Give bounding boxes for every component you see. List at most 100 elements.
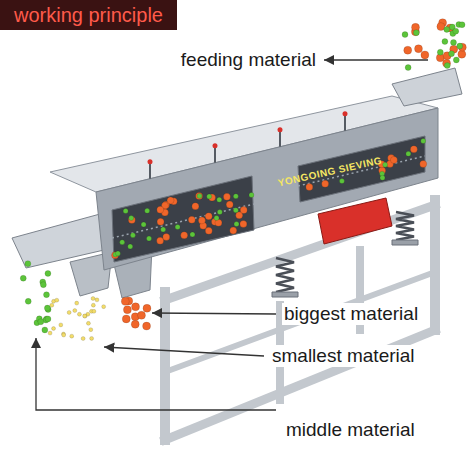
middle-particle bbox=[141, 222, 146, 227]
leader-line bbox=[36, 338, 276, 410]
middle-particle bbox=[40, 282, 46, 288]
clamp-knob bbox=[148, 159, 153, 164]
callout-label: smallest material bbox=[270, 345, 417, 367]
spring-seat bbox=[272, 292, 298, 297]
fine-particle bbox=[50, 303, 54, 307]
frame-rail bbox=[165, 272, 435, 372]
screen-mesh bbox=[112, 204, 254, 238]
coarse-particle bbox=[143, 322, 151, 330]
middle-particle bbox=[197, 193, 202, 198]
middle-particle bbox=[233, 194, 238, 199]
middle-particle bbox=[217, 210, 222, 215]
fine-particle bbox=[102, 305, 106, 309]
middle-particle bbox=[207, 194, 212, 199]
leader-line bbox=[152, 313, 276, 314]
coarse-particle bbox=[240, 220, 247, 227]
clamp-lever bbox=[279, 131, 281, 147]
fine-particle bbox=[92, 309, 96, 313]
fine-particle bbox=[77, 312, 81, 316]
coarse-particle bbox=[240, 207, 247, 214]
feed-particle bbox=[404, 46, 412, 54]
feed-particle bbox=[450, 39, 456, 45]
middle-particle bbox=[147, 236, 152, 241]
middle-particle bbox=[120, 240, 125, 245]
middle-particle bbox=[25, 261, 31, 267]
spring bbox=[396, 212, 414, 240]
coarse-particle bbox=[322, 180, 329, 187]
middle-particle bbox=[175, 224, 180, 229]
coarse-particle bbox=[137, 311, 145, 319]
middle-particle bbox=[233, 208, 238, 213]
fine-particle bbox=[86, 321, 90, 325]
fine-particle bbox=[70, 334, 74, 338]
feed-particle bbox=[453, 28, 459, 34]
fine-particle bbox=[55, 298, 59, 302]
fine-particle bbox=[52, 327, 56, 331]
middle-particle bbox=[217, 197, 222, 202]
fine-particle bbox=[90, 336, 94, 340]
coarse-particle bbox=[167, 197, 174, 204]
feed-inlet bbox=[392, 68, 462, 106]
title: working principle bbox=[0, 0, 177, 30]
fine-particle bbox=[59, 323, 63, 327]
middle-particle bbox=[42, 327, 48, 333]
coarse-particle bbox=[123, 306, 131, 314]
coarse-particle bbox=[306, 184, 313, 191]
middle-particle bbox=[45, 316, 51, 322]
fine-particle bbox=[67, 310, 71, 314]
coarse-particle bbox=[163, 233, 170, 240]
fine-particle bbox=[95, 298, 99, 302]
callout-label: feeding material bbox=[179, 49, 318, 71]
callout-label: biggest material bbox=[282, 303, 420, 325]
middle-particle bbox=[145, 208, 150, 213]
coarse-particle bbox=[410, 146, 417, 153]
middle-particle bbox=[190, 232, 195, 237]
middle-particle bbox=[128, 244, 133, 249]
clamp-knob bbox=[213, 143, 218, 148]
coarse-particle bbox=[132, 303, 140, 311]
callout-label: middle material bbox=[284, 419, 417, 441]
feed-particle bbox=[453, 57, 459, 63]
fine-particle bbox=[91, 303, 95, 307]
feed-particle bbox=[444, 26, 450, 32]
middle-particle bbox=[44, 305, 50, 311]
coarse-particle bbox=[205, 227, 212, 234]
feed-particle bbox=[448, 51, 454, 57]
middle-particle bbox=[380, 175, 385, 180]
clamp-knob bbox=[343, 111, 348, 116]
feed-particle bbox=[413, 30, 419, 36]
middle-particle bbox=[129, 216, 134, 221]
coarse-particle bbox=[390, 156, 397, 163]
middle-particle bbox=[115, 251, 120, 256]
middle-particle bbox=[45, 270, 51, 276]
coarse-particle bbox=[226, 201, 233, 208]
spring bbox=[276, 258, 294, 292]
coarse-particle bbox=[157, 237, 164, 244]
middle-particle bbox=[38, 319, 44, 325]
feed-particle bbox=[405, 65, 411, 71]
middle-particle bbox=[339, 179, 344, 184]
middle-particle bbox=[214, 216, 219, 221]
middle-particle bbox=[25, 298, 31, 304]
coarse-particle bbox=[121, 297, 129, 305]
coarse-particle bbox=[181, 232, 188, 239]
feed-particle bbox=[459, 22, 465, 28]
feed-particle bbox=[414, 45, 422, 53]
frame-leg bbox=[160, 292, 170, 440]
fine-particle bbox=[83, 314, 87, 318]
coarse-particle bbox=[198, 217, 205, 224]
fine-particle bbox=[83, 314, 87, 318]
fine-particle bbox=[48, 331, 52, 335]
middle-particle bbox=[161, 227, 166, 232]
feed-particle bbox=[437, 49, 443, 55]
coarse-particle bbox=[143, 304, 151, 312]
middle-particle bbox=[20, 275, 26, 281]
feed-particle bbox=[421, 51, 429, 59]
coarse-particle bbox=[122, 315, 130, 323]
leader-line bbox=[324, 59, 428, 60]
coarse-particle bbox=[157, 218, 164, 225]
feed-particle bbox=[442, 39, 448, 45]
middle-particle bbox=[123, 208, 128, 213]
fine-particle bbox=[81, 337, 85, 341]
